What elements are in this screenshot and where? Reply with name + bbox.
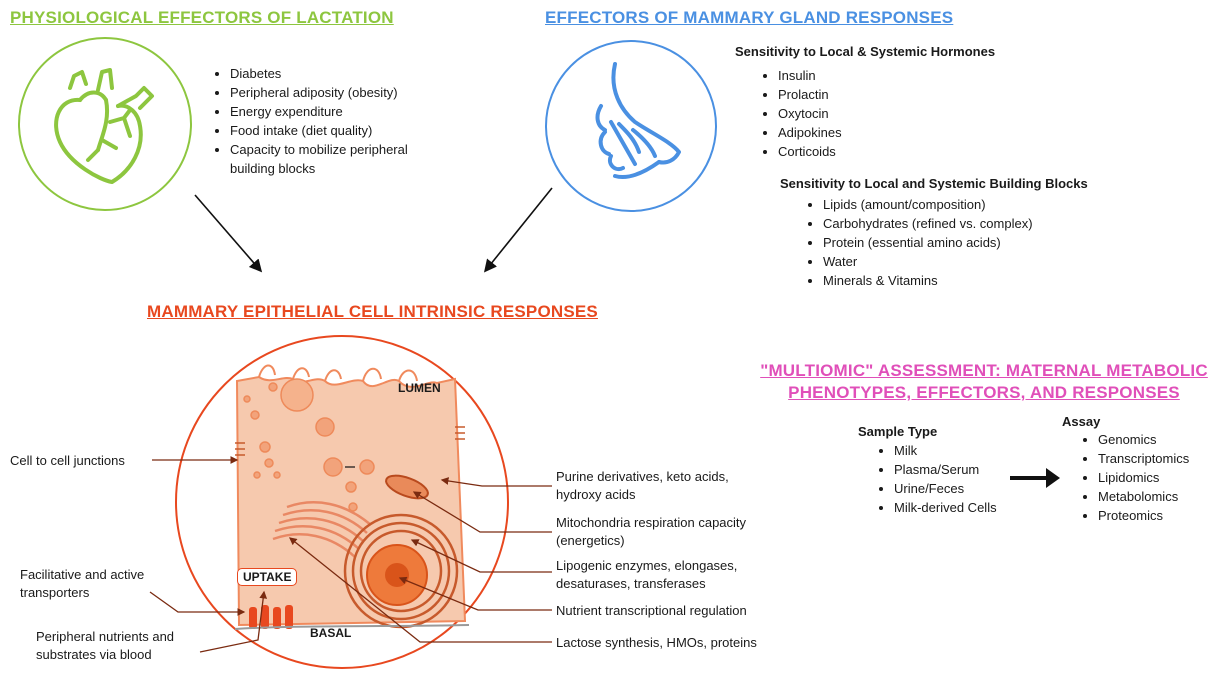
leader-mito xyxy=(412,491,552,533)
label-purine: Purine derivatives, keto acids, hydroxy … xyxy=(556,469,729,502)
multiomic-title: "MULTIOMIC" ASSESSMENT: MATERNAL METABOL… xyxy=(758,360,1210,404)
vesicles xyxy=(243,378,375,512)
physiological-title: PHYSIOLOGICAL EFFECTORS OF LACTATION xyxy=(10,8,394,27)
multiomic-title-line2: PHENOTYPES, EFFECTORS, AND RESPONSES xyxy=(788,383,1180,402)
heart-circle xyxy=(18,37,192,211)
arrow-physio-to-cell xyxy=(194,194,263,273)
assay-list: Genomics Transcriptomics Lipidomics Meta… xyxy=(1080,430,1189,525)
label-lactose: Lactose synthesis, HMOs, proteins xyxy=(556,635,757,650)
list-item: Milk xyxy=(894,441,997,460)
heart-icon xyxy=(54,68,154,184)
cell-junctions xyxy=(235,426,465,456)
list-item: Minerals & Vitamins xyxy=(823,271,1033,290)
lumen-label: LUMEN xyxy=(398,381,441,395)
list-item: Proteomics xyxy=(1098,506,1189,525)
uptake-label: UPTAKE xyxy=(237,568,298,586)
hormones-list: Insulin Prolactin Oxytocin Adipokines Co… xyxy=(760,66,842,161)
arrow-mammary-to-cell xyxy=(483,187,553,273)
basal-membrane xyxy=(234,624,470,630)
label-nutrients: Peripheral nutrients and substrates via … xyxy=(36,629,175,662)
leader-lactose xyxy=(288,537,552,643)
label-transporters: Facilitative and active transporters xyxy=(20,567,145,600)
physiological-list: Diabetes Peripheral adiposity (obesity) … xyxy=(212,64,470,178)
label-lipogenic: Lipogenic enzymes, elongases, desaturase… xyxy=(556,558,738,591)
list-item: Milk-derived Cells xyxy=(894,498,997,517)
list-item: Metabolomics xyxy=(1098,487,1189,506)
sample-type-heading: Sample Type xyxy=(858,424,938,439)
epithelial-title: MAMMARY EPITHELIAL CELL INTRINSIC RESPON… xyxy=(147,302,598,321)
cell-circle xyxy=(175,335,509,669)
list-item: Prolactin xyxy=(778,85,842,104)
list-item: Corticoids xyxy=(778,142,842,161)
transporters xyxy=(249,605,293,629)
list-item: Lipidomics xyxy=(1098,468,1189,487)
list-item: Energy expenditure xyxy=(230,102,470,121)
list-item: Food intake (diet quality) xyxy=(230,121,470,140)
list-item: Transcriptomics xyxy=(1098,449,1189,468)
list-item: Insulin xyxy=(778,66,842,85)
leader-nutrient xyxy=(398,576,552,611)
list-item: Oxytocin xyxy=(778,104,842,123)
label-nutrient: Nutrient transcriptional regulation xyxy=(556,603,747,618)
leader-purine xyxy=(440,477,552,487)
cell-illustration xyxy=(234,364,470,630)
list-item: Protein (essential amino acids) xyxy=(823,233,1033,252)
blocks-list: Lipids (amount/composition) Carbohydrate… xyxy=(805,195,1033,290)
microvilli xyxy=(258,364,418,382)
list-item: Genomics xyxy=(1098,430,1189,449)
list-item: Peripheral adiposity (obesity) xyxy=(230,83,470,102)
list-item: Capacity to mobilize peripheral building… xyxy=(230,140,450,178)
sample-type-list: Milk Plasma/Serum Urine/Feces Milk-deriv… xyxy=(876,441,997,517)
list-item: Diabetes xyxy=(230,64,470,83)
assay-heading: Assay xyxy=(1062,414,1101,429)
label-junctions: Cell to cell junctions xyxy=(10,453,125,468)
breast-icon xyxy=(595,62,681,179)
leader-transporters xyxy=(149,591,246,616)
list-item: Carbohydrates (refined vs. complex) xyxy=(823,214,1033,233)
leader-nutrients xyxy=(199,590,268,653)
list-item: Water xyxy=(823,252,1033,271)
multiomic-title-line1: "MULTIOMIC" ASSESSMENT: MATERNAL METABOL… xyxy=(760,361,1208,380)
hormones-heading: Sensitivity to Local & Systemic Hormones xyxy=(735,44,996,59)
label-mito: Mitochondria respiration capacity (energ… xyxy=(556,515,747,548)
leader-lipogenic xyxy=(410,539,552,573)
endoplasmic-reticulum xyxy=(343,513,459,629)
basal-label: BASAL xyxy=(310,626,352,640)
blocks-heading: Sensitivity to Local and Systemic Buildi… xyxy=(780,176,1088,191)
list-item: Lipids (amount/composition) xyxy=(823,195,1033,214)
list-item: Plasma/Serum xyxy=(894,460,997,479)
list-item: Urine/Feces xyxy=(894,479,997,498)
arrow-head-sample-to-assay xyxy=(1046,468,1060,488)
breast-circle xyxy=(545,40,717,212)
mammary-title: EFFECTORS OF MAMMARY GLAND RESPONSES xyxy=(545,8,954,27)
list-item: Adipokines xyxy=(778,123,842,142)
